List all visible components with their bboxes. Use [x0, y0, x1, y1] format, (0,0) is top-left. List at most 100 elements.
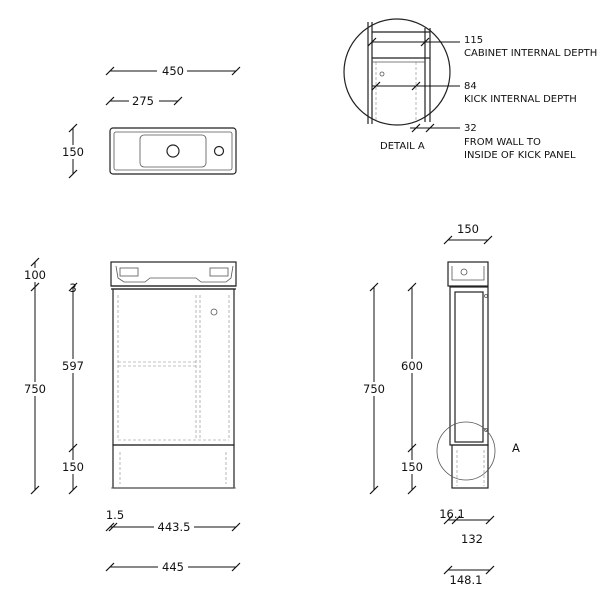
- detail-a-screw: [379, 71, 385, 77]
- top-offset-label-bg: [129, 93, 159, 107]
- front-overall-tick-left: [105, 562, 115, 572]
- side-total-label-bg: [359, 382, 389, 396]
- side-depth-tick-right: [483, 235, 493, 245]
- detail-a-circle: [343, 18, 451, 126]
- front-basin-tick-top: [30, 257, 40, 267]
- top-depth-tick-bottom: [68, 169, 78, 179]
- side-kick-outline: [451, 444, 489, 489]
- side-kick-depth-label: 132: [461, 532, 483, 546]
- front-total-tick-bottom: [30, 485, 40, 495]
- side-kick-label-bg: [397, 460, 427, 474]
- front-basin-detail-left: [119, 267, 139, 277]
- side-total-tick-top: [369, 282, 379, 292]
- front-overall-tick-right: [231, 562, 241, 572]
- detail-a-dim1-tick-left: [367, 37, 377, 47]
- detail-a-dim1-value: 115: [464, 35, 483, 46]
- front-door-label-bg: [58, 359, 88, 373]
- detail-a-dim2-value: 84: [464, 81, 477, 92]
- front-overall-label-bg: [158, 559, 188, 573]
- front-overall-label: 445: [162, 560, 184, 574]
- side-total-tick-bottom: [369, 485, 379, 495]
- front-kick-label-bg: [58, 460, 88, 474]
- side-kick-label: 150: [401, 460, 423, 474]
- side-cabinet-outline: [449, 286, 489, 446]
- detail-a-dim3-label-1: FROM WALL TO: [464, 137, 541, 148]
- front-kick-panel: [112, 444, 235, 489]
- front-inner-label-bg: [154, 519, 194, 533]
- drain-hole-plan: [166, 144, 180, 158]
- side-basin-bowl: [451, 266, 485, 281]
- side-kick-offset-tick-mid: [451, 515, 461, 525]
- tap-hole-plan: [213, 145, 225, 157]
- basin-plan-bowl: [139, 134, 207, 168]
- top-depth-tick-top: [68, 123, 78, 133]
- detail-a-dim3-value: 32: [464, 123, 477, 134]
- detail-a-callout-circle: [436, 421, 496, 481]
- front-side-gap-label: 1.5: [106, 508, 124, 522]
- top-depth-label-bg: [60, 145, 88, 159]
- detail-a-dim1-tick-right: [420, 37, 430, 47]
- side-basin-outline: [447, 261, 489, 287]
- side-kick-offset-tick-right: [485, 515, 495, 525]
- front-top-gap-label: 3: [69, 281, 76, 295]
- top-view: 450 275 150: [60, 63, 241, 179]
- detail-a-dim3-label-2: INSIDE OF KICK PANEL: [464, 150, 576, 161]
- front-basin-label: 100: [24, 268, 46, 282]
- side-total-label: 750: [363, 382, 385, 396]
- front-basin-detail-right: [209, 267, 229, 277]
- front-waste-hole: [210, 308, 218, 316]
- top-depth-label: 150: [62, 145, 84, 159]
- side-depth-tick-left: [443, 235, 453, 245]
- detail-a-marker: A: [512, 441, 520, 455]
- side-depth-label: 150: [457, 222, 479, 236]
- detail-a-dim2-tick-left: [371, 81, 381, 91]
- detail-a-dim1-label: CABINET INTERNAL DEPTH: [464, 48, 597, 59]
- top-offset-label: 275: [132, 94, 154, 108]
- side-stack-tick-mid: [407, 443, 417, 453]
- front-view: 100 750 3 597 150: [20, 257, 241, 574]
- side-tap-hole: [460, 268, 468, 276]
- top-width-label: 450: [162, 64, 184, 78]
- front-basin-label-bg: [22, 268, 48, 282]
- front-stack-tick-top: [68, 282, 78, 292]
- top-width-tick-left: [105, 66, 115, 76]
- front-inner-tick-left2: [108, 522, 118, 532]
- front-inner-label: 443.5: [158, 520, 191, 534]
- front-door-panel: [112, 288, 235, 446]
- side-overall-label: 148.1: [450, 573, 483, 587]
- side-stack-tick-bottom: [407, 485, 417, 495]
- basin-plan-rim: [113, 131, 233, 171]
- detail-a: 115 CABINET INTERNAL DEPTH 84 KICK INTER…: [343, 18, 597, 161]
- side-cabinet-label: 600: [401, 359, 423, 373]
- side-hinge-top: [484, 294, 488, 298]
- detail-a-dim2-label: KICK INTERNAL DEPTH: [464, 94, 577, 105]
- side-kick-offset-label: 16.1: [439, 507, 465, 521]
- detail-a-dim3-tick-right: [425, 123, 435, 133]
- top-offset-tick-left: [105, 96, 115, 106]
- side-stack-tick-top: [407, 282, 417, 292]
- basin-plan-outline: [109, 127, 237, 175]
- front-stack-tick-mid: [68, 443, 78, 453]
- front-inner-tick-right: [231, 522, 241, 532]
- detail-a-dim3-tick-left: [411, 123, 421, 133]
- top-offset-tick-right: [173, 96, 183, 106]
- top-width-tick-right: [231, 66, 241, 76]
- front-total-label: 750: [24, 382, 46, 396]
- detail-a-caption: DETAIL A: [380, 141, 425, 152]
- side-cabinet-label-bg: [397, 359, 427, 373]
- front-total-label-bg: [20, 382, 50, 396]
- side-overall-tick-right: [485, 565, 495, 575]
- top-width-label-bg: [157, 63, 187, 77]
- side-hinge-bottom: [484, 428, 488, 432]
- side-cabinet-inner: [454, 291, 484, 443]
- front-inner-tick-left: [105, 522, 115, 532]
- front-basin-bowl: [115, 265, 234, 283]
- side-view: 150 750 600 150 A 16.1: [359, 222, 520, 587]
- side-overall-tick-left: [443, 565, 453, 575]
- front-stack-tick-bottom: [68, 485, 78, 495]
- detail-a-dim2-tick-right: [411, 81, 421, 91]
- side-kick-offset-tick-left: [443, 515, 453, 525]
- front-door-label: 597: [62, 359, 84, 373]
